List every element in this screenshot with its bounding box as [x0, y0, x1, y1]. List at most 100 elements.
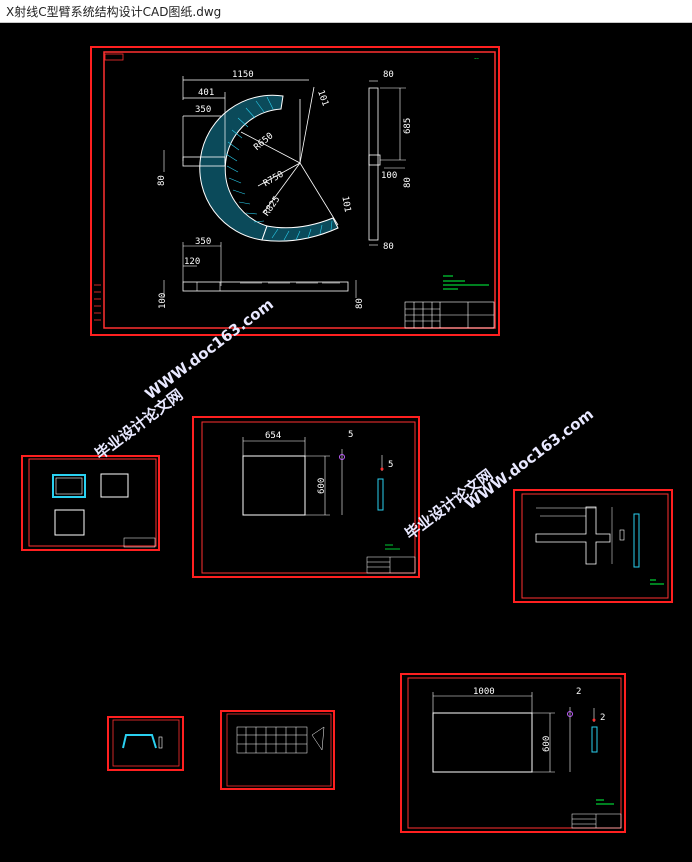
sheet-outer-frame [192, 416, 420, 578]
watermark-url: WWW.doc163.com [462, 405, 597, 513]
frame-part-cyan [52, 474, 86, 498]
sheet-cross-bracket[interactable] [513, 489, 673, 603]
dim-1000-text: 1000 [473, 687, 495, 697]
sheet-edge-marks [94, 284, 101, 321]
sheet-outer-frame [21, 455, 160, 551]
dim-120-text: 120 [184, 257, 200, 267]
section-detail [619, 529, 625, 541]
dim-600-text: 600 [317, 478, 327, 494]
watermark-1: WWW.doc163.com 毕业设计论文网 [92, 295, 277, 463]
dim-600-text: 600 [542, 736, 552, 752]
c-arm-arc-bottom [261, 217, 339, 242]
technical-notes [650, 579, 664, 585]
dim-80-top-text: 80 [383, 70, 394, 80]
plate-dims [432, 692, 595, 773]
section-thin [633, 513, 640, 568]
cross-bracket-dims [536, 507, 613, 564]
title-block [366, 556, 416, 574]
flat-bar-part [182, 281, 349, 292]
dim-80-left-text: 80 [157, 175, 167, 186]
dim-101-bot-text: 101 [339, 195, 352, 213]
dim-101-top-text: 101 [315, 89, 330, 108]
dim-401 [183, 92, 226, 163]
sheet-inner-frame [112, 719, 180, 767]
technical-notes [596, 799, 614, 805]
sheet-outer-frame [400, 673, 626, 833]
side-view-dims [369, 80, 406, 246]
cross-bracket-outline [535, 506, 611, 565]
bracket-part [182, 156, 226, 167]
corner-code: ~~ [474, 56, 479, 61]
plate-outline [242, 455, 306, 516]
sheet-outer-frame [107, 716, 184, 771]
c-arm-hatch [225, 96, 333, 241]
sheet-outer-frame [90, 46, 500, 336]
grid-part [236, 726, 325, 754]
dim-r825-text: R825 [262, 195, 283, 219]
dim-350-text: 350 [195, 105, 211, 115]
technical-notes [443, 275, 489, 290]
dim-401-text: 401 [198, 88, 214, 98]
technical-notes [385, 544, 400, 550]
sheet-inner-frame [103, 51, 496, 329]
dim-80-right-text: 80 [403, 177, 413, 188]
section-thin [377, 478, 384, 511]
title-block [571, 813, 622, 829]
watermark-2: WWW.doc163.com 毕业设计论文网 [402, 405, 597, 543]
sheet-corner-tag [104, 53, 124, 61]
sheet-plate-654[interactable]: 654 600 5 5 [192, 416, 420, 578]
dim-100-right-text: 100 [381, 171, 397, 181]
window-titlebar: X射线C型臂系统结构设计CAD图纸.dwg [0, 0, 692, 23]
side-view-bar [368, 87, 379, 241]
flat-bar-details [163, 242, 357, 298]
title-block [404, 301, 495, 329]
frame-part-inner [55, 477, 83, 495]
plate-dims [242, 437, 383, 516]
dim-2-side-text: 2 [600, 713, 605, 723]
dim-5-side-text: 5 [388, 460, 393, 470]
dim-80-flat-text: 80 [355, 298, 365, 309]
plate-outline [432, 712, 533, 773]
window-title: X射线C型臂系统结构设计CAD图纸.dwg [6, 5, 222, 19]
dim-r650-text: R650 [252, 131, 275, 153]
dim-1150-text: 1150 [232, 70, 254, 80]
radius-lines [240, 86, 339, 226]
title-block [123, 537, 156, 548]
section-thin [591, 726, 598, 753]
dim-1150 [182, 76, 309, 100]
sheet-inner-frame [226, 713, 332, 787]
sheet-tiny-bracket[interactable] [107, 716, 184, 771]
dim-100-bottom-text: 100 [158, 293, 168, 309]
watermark-label: 毕业设计论文网 [92, 386, 187, 464]
dim-80-bottom-text: 80 [383, 242, 394, 252]
plate-part-a [100, 473, 129, 498]
section-marker-icon [567, 711, 573, 717]
dim-654-text: 654 [265, 431, 281, 441]
bracket-side [158, 736, 163, 749]
section-marker-icon [339, 454, 345, 460]
sheet-inner-frame [521, 493, 669, 599]
sheet-inner-frame [201, 421, 416, 574]
dim-350-bottom-text: 350 [195, 237, 211, 247]
bracket-profile-cyan [122, 734, 157, 749]
c-arm-arc-left [199, 94, 284, 241]
sheet-c-arm[interactable]: ~~ 1150 [90, 46, 500, 336]
plate-part-b [54, 509, 85, 536]
dim-350 [182, 115, 221, 161]
sheet-small-left[interactable] [21, 455, 160, 551]
sheet-grid-layout[interactable] [220, 710, 335, 790]
dim-r750-text: R750 [262, 170, 286, 190]
section-arrow-icon [380, 467, 384, 471]
dim-5-top-text: 5 [348, 430, 353, 440]
cad-canvas[interactable]: ~~ 1150 [0, 23, 692, 858]
watermark-url: WWW.doc163.com [142, 295, 277, 403]
sheet-outer-frame [220, 710, 335, 790]
sheet-outer-frame [513, 489, 673, 603]
sheet-inner-frame [28, 458, 157, 547]
cad-drawing-svg[interactable]: ~~ 1150 [0, 23, 692, 858]
sheet-inner-frame [407, 677, 622, 829]
section-arrow-icon [592, 718, 596, 722]
dim-2-top-text: 2 [576, 687, 581, 697]
sheet-plate-1000[interactable]: 1000 600 2 2 [400, 673, 626, 833]
dim-685-text: 685 [403, 118, 413, 134]
